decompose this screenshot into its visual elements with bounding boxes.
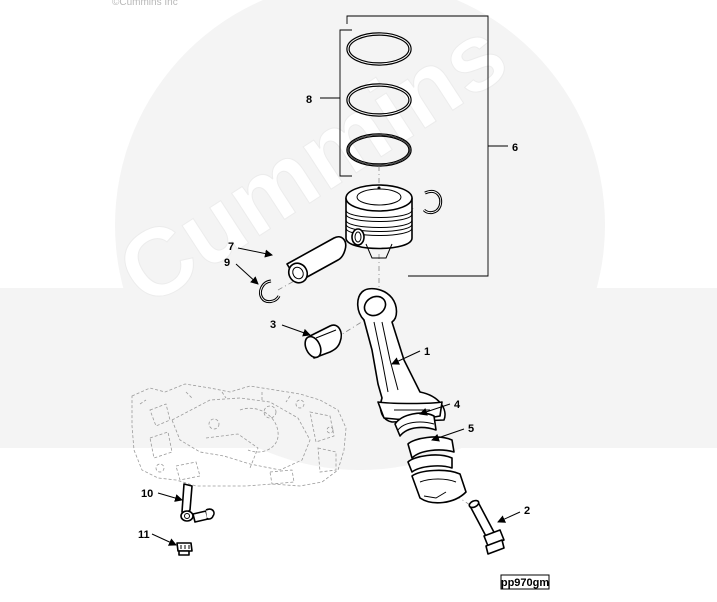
second-compression-ring xyxy=(346,83,412,117)
connecting-rod-bushing xyxy=(304,324,343,359)
callout-9: 9 xyxy=(224,257,230,269)
lower-bearing-shell xyxy=(407,436,455,473)
leader-lines xyxy=(151,247,521,546)
callout-11: 11 xyxy=(138,529,150,541)
piston-rings xyxy=(346,32,412,167)
copyright-text: ©Cummins Inc xyxy=(112,0,178,8)
connecting-rod-capscrew xyxy=(468,499,505,555)
callout-3: 3 xyxy=(270,319,276,331)
bracket-piston-assembly xyxy=(346,15,508,277)
nozzle-capscrew xyxy=(176,542,193,556)
callout-6: 6 xyxy=(512,142,518,154)
piston xyxy=(345,184,413,259)
callout-labels: 1 2 3 4 5 6 7 8 9 10 11 xyxy=(138,94,530,541)
piston-cooling-nozzle xyxy=(180,483,215,523)
callout-8: 8 xyxy=(306,94,312,106)
figure-id-text: pp970gm xyxy=(501,577,550,589)
bracket-rings xyxy=(320,29,352,177)
callout-1: 1 xyxy=(424,346,430,358)
callout-2: 2 xyxy=(524,505,530,517)
retaining-ring-left xyxy=(258,279,281,304)
callout-5: 5 xyxy=(468,423,474,435)
engine-block xyxy=(131,383,347,487)
callout-7: 7 xyxy=(228,241,234,253)
oil-control-ring xyxy=(346,133,412,167)
callout-10: 10 xyxy=(141,488,153,500)
upper-bearing-shell xyxy=(394,412,437,437)
cummins-watermark: Cummins xyxy=(0,0,717,470)
callout-4: 4 xyxy=(454,399,461,411)
top-compression-ring xyxy=(346,32,412,66)
figure-id-badge: pp970gm xyxy=(500,574,550,590)
connecting-rod-cap xyxy=(411,469,467,504)
retaining-ring-right xyxy=(422,190,443,215)
piston-pin xyxy=(286,235,347,284)
